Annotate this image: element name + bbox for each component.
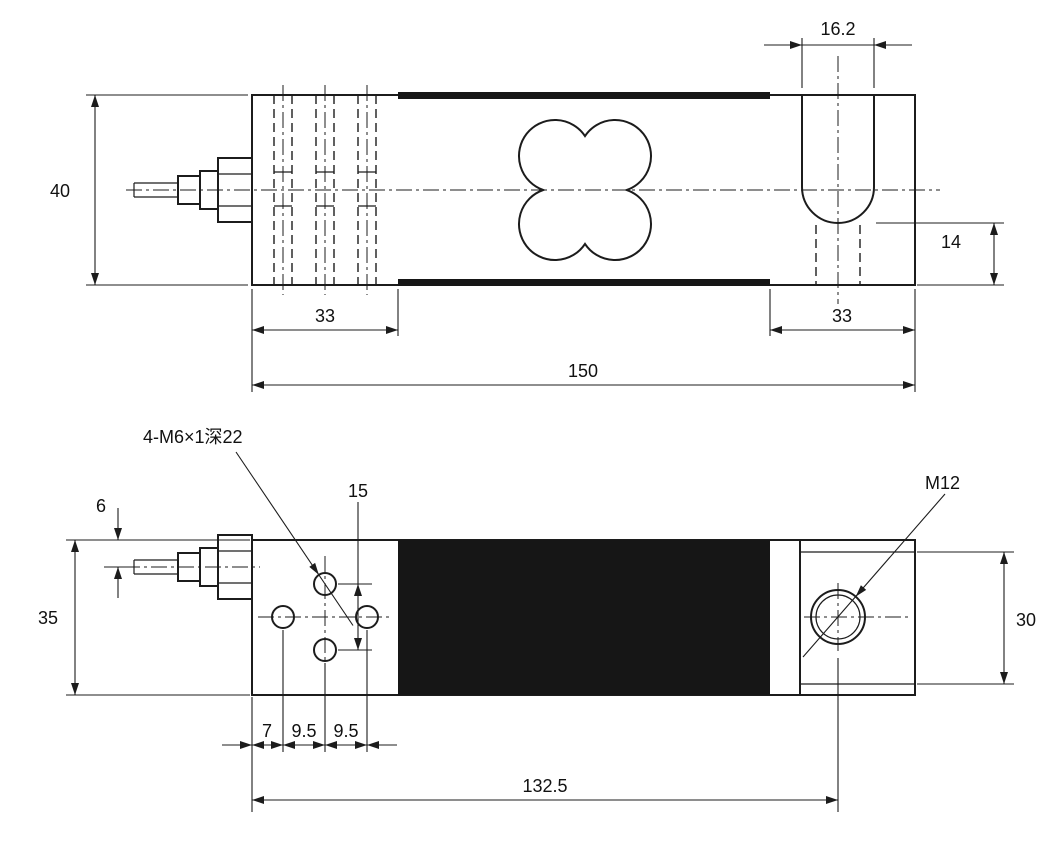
dim-text-block-width: 30 (1016, 610, 1036, 630)
callout-text-m12: M12 (925, 473, 960, 493)
dim-height: 40 (50, 94, 248, 286)
clover-cutout (517, 119, 653, 261)
center-black-section (398, 540, 770, 695)
gap-slot-bottom (398, 279, 770, 286)
dim-text-hole-offset: 7 (262, 721, 272, 741)
dim-text-cable-offset: 6 (96, 496, 106, 516)
dim-hole-positions: 7 9.5 9.5 (222, 630, 397, 752)
hex-nut (217, 157, 253, 223)
callout-m6-holes: 4-M6×1深22 (143, 427, 354, 626)
dim-text-total-length: 150 (568, 361, 598, 381)
leader-arrow-m12 (855, 585, 867, 597)
dim-text-width: 35 (38, 608, 58, 628)
dim-lengths: 33 33 150 (251, 289, 916, 392)
bottom-view: 4-M6×1深22 M12 6 35 15 (38, 427, 1036, 812)
dim-cable-offset: 6 (96, 496, 132, 598)
dim-text-right-section: 33 (832, 306, 852, 326)
dim-text-hole-vspacing: 15 (348, 481, 368, 501)
gap-slot-top (398, 92, 770, 99)
cable-connector-plan (124, 534, 260, 600)
dim-text-hole-pitch1: 9.5 (291, 721, 316, 741)
dim-text-length-to-thread: 132.5 (522, 776, 567, 796)
cable-connector-side (133, 157, 253, 223)
dim-text-left-section: 33 (315, 306, 335, 326)
m12-threaded-hole (804, 583, 912, 651)
dim-slot-width: 16.2 (764, 19, 912, 88)
dim-hole-vspacing: 15 (338, 481, 372, 651)
dim-slot-depth: 14 (876, 222, 1004, 286)
dim-text-slot-depth: 14 (941, 232, 961, 252)
dim-width: 35 (38, 539, 250, 696)
m6-holes (258, 556, 392, 678)
threaded-holes-hidden-lines (273, 85, 377, 295)
dim-text-height: 40 (50, 181, 70, 201)
callout-m12: M12 (802, 473, 960, 658)
top-view: 16.2 40 14 33 33 150 (50, 19, 1004, 392)
dim-length-to-thread: 132.5 (251, 658, 839, 812)
leader-arrow-m6 (309, 562, 319, 575)
mounting-slot (801, 56, 875, 304)
dim-text-hole-pitch2: 9.5 (333, 721, 358, 741)
dim-block-width: 30 (917, 551, 1036, 685)
dim-text-slot-width: 16.2 (820, 19, 855, 39)
callout-text-m6: 4-M6×1深22 (143, 427, 243, 447)
end-block (799, 540, 915, 695)
